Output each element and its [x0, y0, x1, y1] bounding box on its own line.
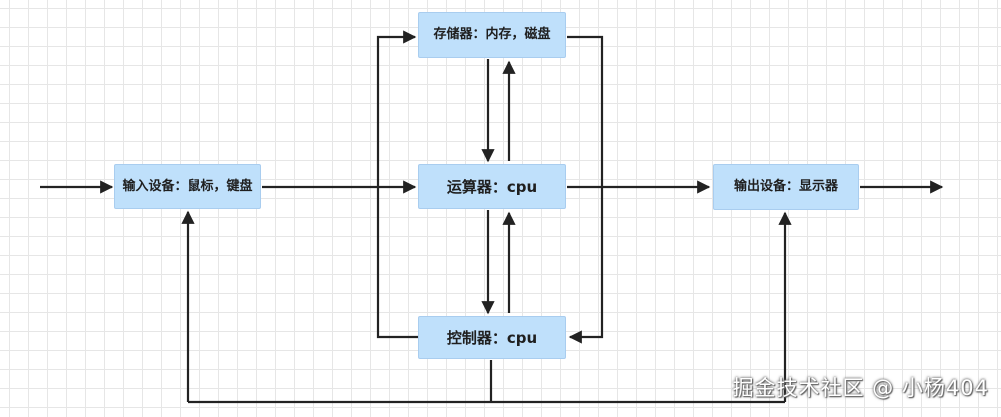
input-device-label: 输入设备：鼠标，键盘 [122, 178, 253, 194]
memory-node: 存储器：内存，磁盘 [418, 12, 566, 58]
output-device-node: 输出设备：显示器 [713, 164, 859, 210]
input-device-node: 输入设备：鼠标，键盘 [114, 164, 261, 209]
alu-label: 运算器：cpu [446, 177, 538, 196]
control-unit-node: 控制器：cpu [418, 316, 566, 359]
memory-label: 存储器：内存，磁盘 [433, 27, 551, 42]
output-device-label: 输出设备：显示器 [733, 179, 838, 194]
arrow-bus-to-memory [376, 30, 417, 187]
control-unit-label: 控制器：cpu [446, 328, 538, 347]
alu-node: 运算器：cpu [418, 164, 566, 209]
line-bus-to-control [376, 187, 418, 339]
watermark: 掘金技术社区 @ 小杨404 [732, 376, 989, 400]
